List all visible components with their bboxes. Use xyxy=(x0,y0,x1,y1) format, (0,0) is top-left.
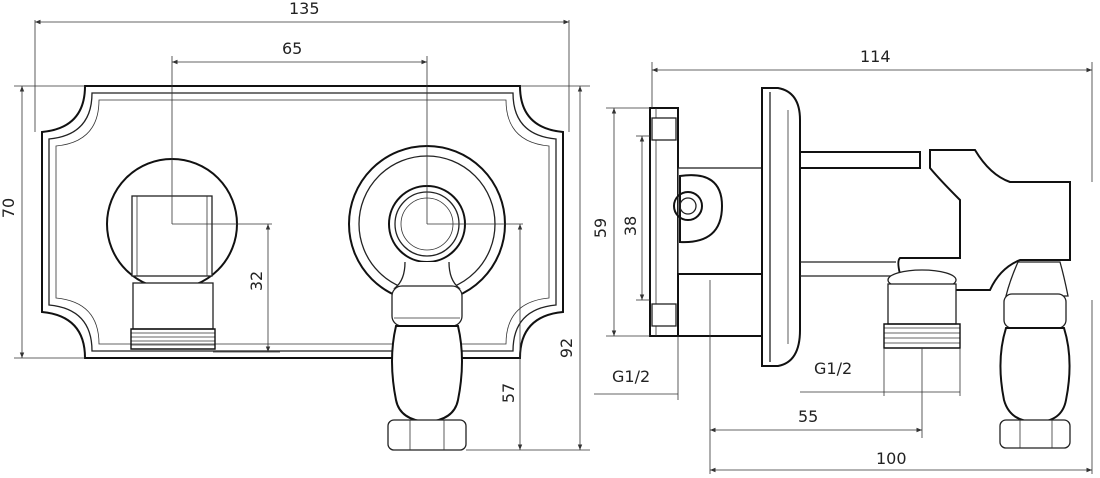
front-outlet-thread xyxy=(130,328,216,350)
front-view xyxy=(41,56,564,451)
dim-outlet-thread: G1/2 xyxy=(814,359,852,378)
dim-front-width: 135 xyxy=(289,0,320,18)
front-dimensions: 135 65 70 32 57 92 xyxy=(0,0,590,451)
front-handle-lever xyxy=(391,325,463,424)
side-rear-plate xyxy=(649,107,679,337)
dim-outlet-offset: 55 xyxy=(798,407,818,426)
side-diverter-lever xyxy=(799,151,921,169)
dim-front-height: 70 xyxy=(0,198,18,218)
side-outlet-body xyxy=(897,149,1071,291)
front-plate-inner-line xyxy=(55,99,550,345)
dim-handle-height: 57 xyxy=(499,383,518,403)
side-handle-lever xyxy=(999,327,1071,424)
front-handle-cap xyxy=(387,419,467,451)
dim-outlet-height: 32 xyxy=(247,271,266,291)
dim-overall-height: 92 xyxy=(557,338,576,358)
front-handle-neck xyxy=(393,261,461,289)
side-outlet-nipple xyxy=(887,283,957,325)
front-outlet-nipple xyxy=(132,282,214,330)
front-handle-collar xyxy=(391,285,463,327)
side-view xyxy=(649,87,1071,449)
dim-handle-offset: 100 xyxy=(876,449,907,468)
side-dimensions: 114 59 38 G1/2 G1/2 55 100 xyxy=(591,47,1093,474)
side-front-plate xyxy=(761,87,801,367)
dim-side-inner-height: 38 xyxy=(621,216,640,236)
side-outlet-thread xyxy=(883,323,961,349)
dim-front-center-distance: 65 xyxy=(282,39,302,58)
dim-inlet-thread: G1/2 xyxy=(612,367,650,386)
dim-side-plate-height: 59 xyxy=(591,218,610,238)
front-plate-inner-outline xyxy=(48,92,557,352)
dim-side-depth: 114 xyxy=(860,47,891,66)
